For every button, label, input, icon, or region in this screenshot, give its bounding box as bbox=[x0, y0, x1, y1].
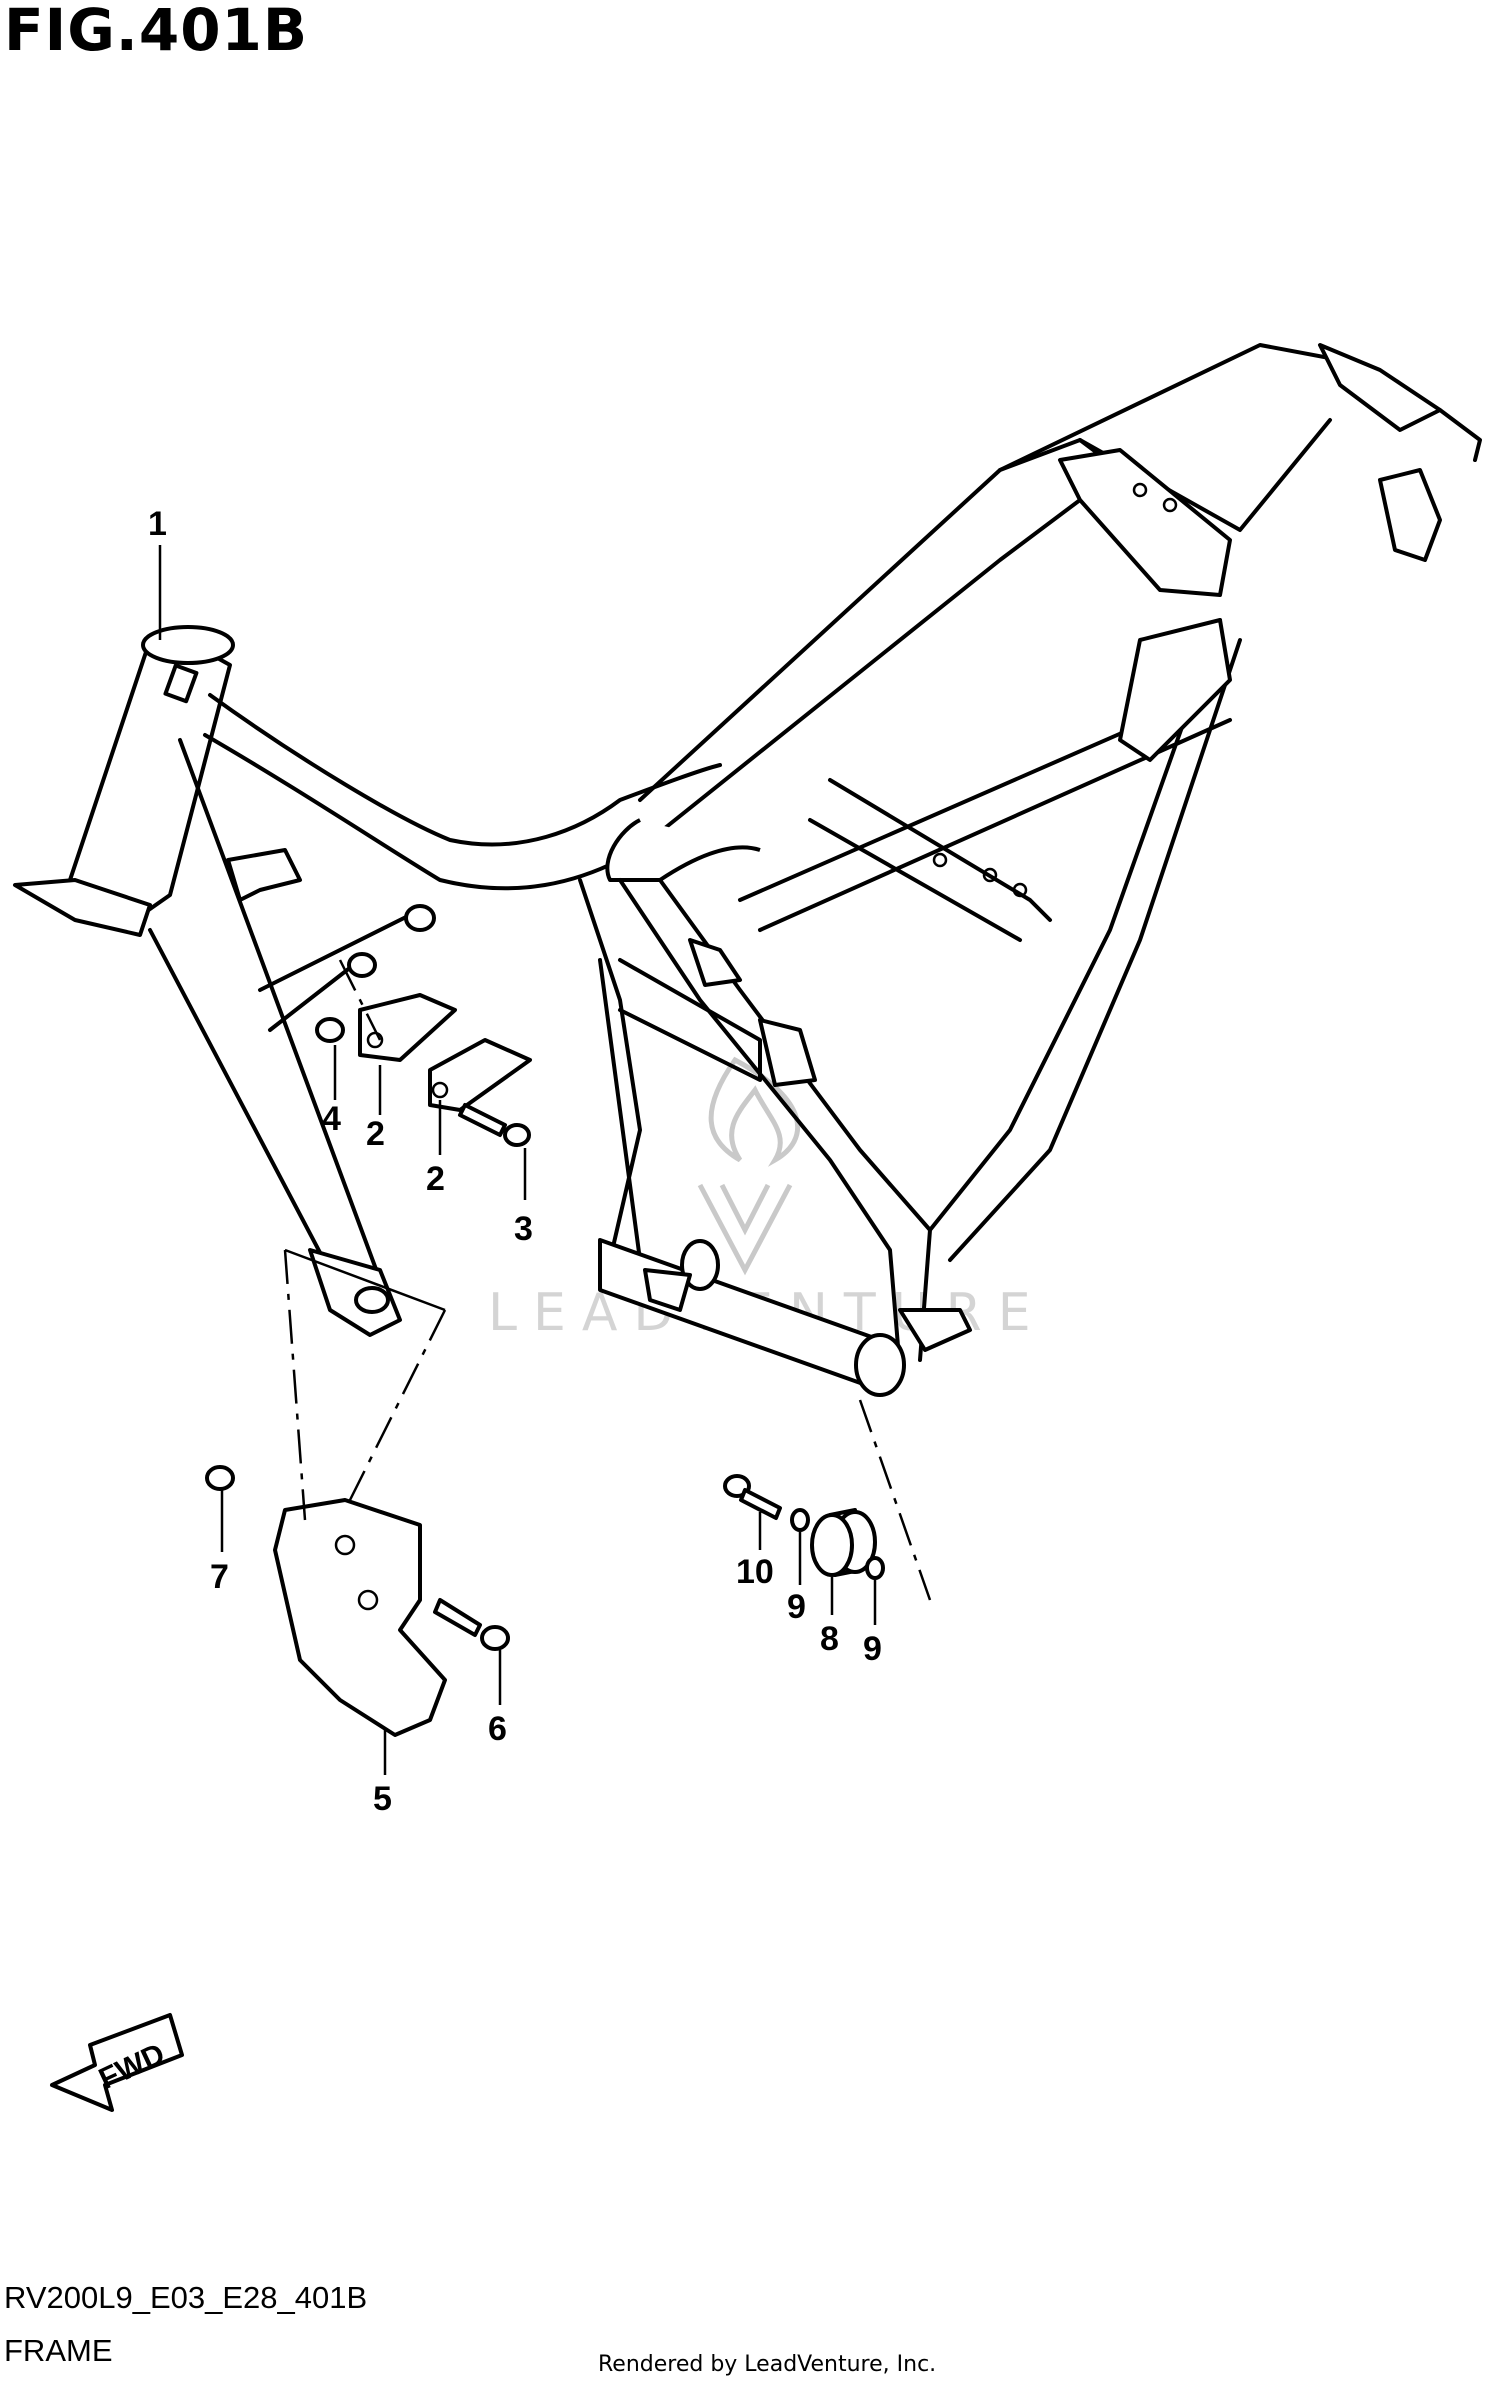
part-9-washer-left bbox=[790, 1508, 810, 1532]
assembly-lines bbox=[283, 959, 932, 1601]
assembly-bracket-hint bbox=[284, 1248, 446, 1312]
leader-lines bbox=[158, 545, 877, 1775]
part-3-bolt bbox=[458, 1103, 531, 1147]
callout-7: 7 bbox=[210, 1558, 229, 1596]
callout-4: 4 bbox=[322, 1100, 341, 1138]
part-9-washer-right bbox=[865, 1556, 885, 1580]
part-5-engine-mount-bracket bbox=[273, 1498, 447, 1737]
callout-8: 8 bbox=[820, 1620, 839, 1658]
part-2-bracket-upper bbox=[358, 993, 457, 1062]
frame-assembly bbox=[13, 343, 1482, 1397]
callout-2-lower: 2 bbox=[426, 1160, 445, 1198]
fwd-arrow-icon: FWD bbox=[50, 2013, 184, 2112]
callout-9-left: 9 bbox=[787, 1588, 806, 1626]
part-10-bolt bbox=[723, 1474, 782, 1520]
part-2-bracket-lower bbox=[428, 1038, 532, 1112]
callout-9-right: 9 bbox=[863, 1630, 882, 1668]
render-credit: Rendered by LeadVenture, Inc. bbox=[598, 2352, 937, 2377]
callout-2-upper: 2 bbox=[366, 1115, 385, 1153]
callout-10: 10 bbox=[736, 1553, 774, 1591]
callout-1: 1 bbox=[148, 505, 167, 543]
callout-6: 6 bbox=[488, 1710, 507, 1748]
figure-title: FIG.401B bbox=[4, 0, 309, 64]
part-4-nut bbox=[315, 1017, 345, 1043]
part-6-bolt bbox=[433, 1598, 510, 1651]
figure-name: FRAME bbox=[4, 2333, 113, 2368]
callout-5: 5 bbox=[373, 1780, 392, 1818]
part-7-nut bbox=[205, 1465, 235, 1491]
part-8-collar bbox=[810, 1508, 877, 1577]
figure-code: RV200L9_E03_E28_401B bbox=[4, 2280, 368, 2315]
callout-3: 3 bbox=[514, 1210, 533, 1248]
callouts: 1 2 2 3 4 5 6 7 8 9 9 10 bbox=[148, 505, 882, 1818]
